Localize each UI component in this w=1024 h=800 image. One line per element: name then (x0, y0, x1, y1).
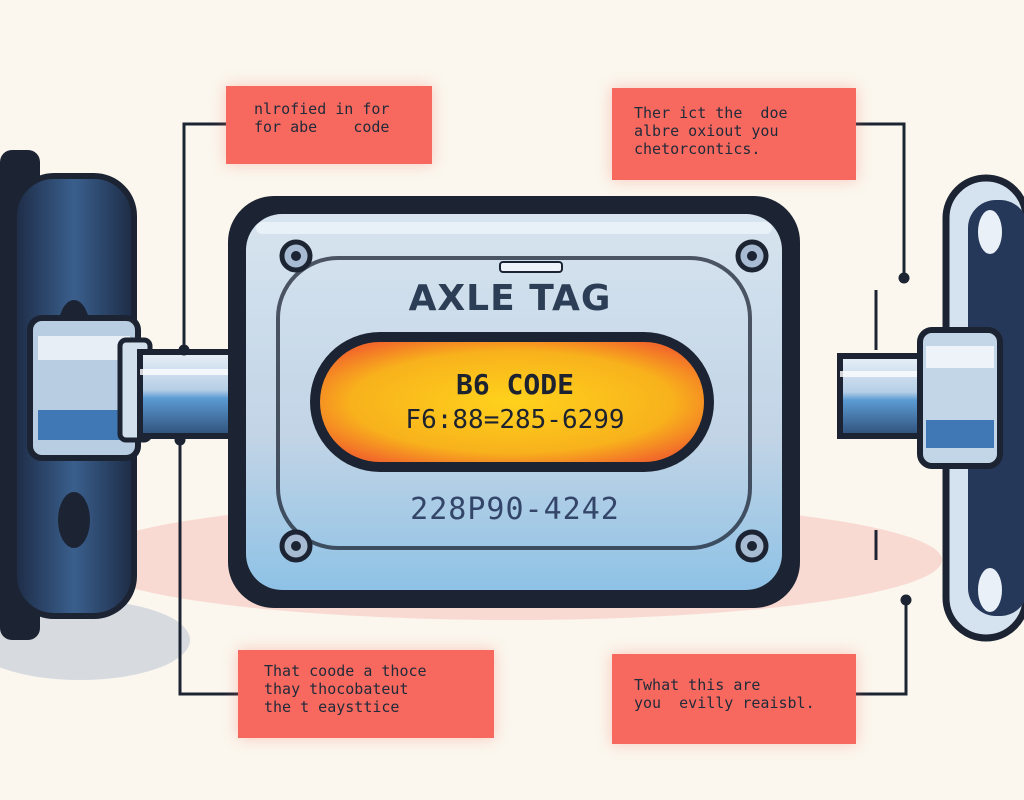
left-hub-shadow (0, 600, 190, 680)
callout-top-left: nlrofied in for for abe code (226, 86, 432, 164)
callout-line: for abe code (254, 118, 390, 136)
code-value: F6:88=285-6299 (405, 405, 625, 435)
callout-line: Ther ict the doe (634, 104, 788, 122)
left-wheel-hub (0, 150, 153, 640)
code-window (310, 332, 714, 472)
callout-line: albre oxiout you (634, 122, 779, 140)
callout-line: thay thocobateut (264, 680, 409, 698)
callout-bottom-left: That coode a thoce thay thocobateut the … (238, 650, 494, 738)
right-wheel-hub (917, 174, 1024, 642)
leader-lines (174, 122, 912, 696)
callout-line: nlrofied in for (254, 100, 390, 118)
tag-title: AXLE TAG (408, 278, 612, 319)
serial-number: 228P90-4242 (410, 492, 620, 527)
callout-line: That coode a thoce (264, 662, 427, 680)
code-label: B6 CODE (455, 368, 574, 401)
callout-top-right: Ther ict the doe albre oxiout you chetor… (612, 88, 856, 180)
callout-line: chetorcontics. (634, 140, 761, 158)
callout-line: the t eaysttice (264, 698, 400, 716)
callout-bottom-right: Twhat this are you evilly reaisbl. (612, 654, 856, 744)
callout-line: you evilly reaisbl. (634, 694, 815, 712)
callout-line: Twhat this are (634, 676, 761, 694)
